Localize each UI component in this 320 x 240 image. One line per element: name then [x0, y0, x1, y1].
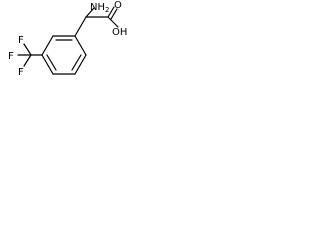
ring-double-bond-3: [46, 54, 57, 71]
ring-bond-3: [74, 35, 87, 56]
ring-double-bond-2: [71, 54, 82, 71]
bond-carboxyl-o-1: [107, 6, 115, 18]
ring-bond-6: [41, 54, 54, 75]
amine-label: NH2: [90, 2, 109, 14]
carbonyl-oxygen-label: O: [114, 0, 122, 11]
ring-bond-1: [41, 35, 54, 56]
atom-labels: NH2 O OH F F F: [8, 0, 127, 78]
structure-diagram: NH2 O OH F F F: [8, 0, 127, 78]
bond-ring-alpha: [74, 16, 87, 37]
ring-bond-4: [74, 54, 87, 75]
bond-alpha-amine: [85, 7, 95, 18]
bond-carboxyl-o-2: [110, 8, 118, 20]
bond-carboxyl-oh: [107, 16, 119, 28]
fluorine-top-label: F: [18, 35, 24, 46]
fluorine-left-label: F: [8, 51, 14, 62]
bond-cf3-f-top: [23, 43, 32, 56]
bond-cf3-f-bottom: [23, 54, 32, 67]
fluorine-bottom-label: F: [18, 67, 24, 78]
bond-lines: [17, 6, 119, 75]
hydroxyl-label: OH: [112, 27, 127, 38]
